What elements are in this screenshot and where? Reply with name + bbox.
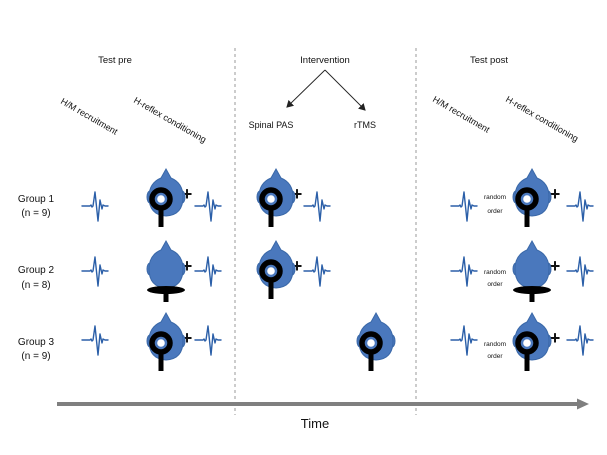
group-3-name: Group 3 (18, 337, 55, 348)
head-icon-g2-pre (146, 239, 186, 302)
method-label-h-reflex-conditioning-pre: H-reflex conditioning (132, 95, 208, 145)
tms-coil-icon (359, 331, 383, 371)
svg-text:order: order (487, 281, 503, 288)
intervention-label-rtms: rTMS (354, 120, 376, 130)
time-axis-label: Time (301, 416, 329, 431)
method-label-hm-recruitment-post: H/M recruitment (431, 94, 492, 135)
plus-sign-g1-post: + (550, 184, 561, 204)
head-icon (514, 239, 550, 289)
plus-sign-g1-intervention: + (292, 184, 303, 204)
phase-title-test-pre: Test pre (98, 55, 132, 66)
intervention-branch-arrows (286, 69, 366, 111)
group-1-size: (n = 9) (21, 208, 50, 219)
emg-waveform-icon-g1-intervention (303, 191, 331, 222)
head-icon-g1-post (512, 167, 552, 227)
emg-waveform-icon-g3-pre-hm (81, 325, 109, 356)
tms-coil-icon (259, 187, 283, 227)
svg-text:order: order (487, 208, 503, 215)
head-icon-g1-intervention (256, 167, 296, 227)
plus-sign-g3-pre: + (182, 328, 193, 348)
phase-title-test-post: Test post (470, 55, 508, 66)
tms-coil-icon (149, 331, 173, 371)
emg-waveform-icon-g1-post-h (566, 191, 594, 222)
emg-waveform-icon-g2-post-hm (450, 256, 478, 287)
tms-coil-icon (259, 259, 283, 299)
emg-waveform-icon-g2-pre-h (194, 256, 222, 287)
plus-sign-g2-pre: + (182, 256, 193, 276)
plus-sign-g3-post: + (550, 328, 561, 348)
plus-sign-g1-pre: + (182, 184, 193, 204)
random-order-label-group-1: random order (484, 194, 506, 215)
emg-waveform-icon-g2-post-h (566, 256, 594, 287)
random-order-label-group-3: random order (484, 341, 506, 360)
emg-waveform-icon-g1-post-hm (450, 191, 478, 222)
tms-coil-icon (515, 331, 539, 371)
phase-title-intervention: Intervention (300, 55, 350, 66)
head-icon-g3-pre (146, 311, 186, 371)
group-3-size: (n = 9) (21, 351, 50, 362)
random-order-label-group-2: random order (484, 269, 506, 288)
head-icon-g3-intervention (356, 311, 396, 371)
svg-text:random: random (484, 269, 506, 276)
emg-waveform-icon-g2-pre-hm (81, 256, 109, 287)
emg-waveform-icon-g3-post-hm (450, 325, 478, 356)
head-icon-g2-post (512, 239, 552, 302)
intervention-label-spinal-pas: Spinal PAS (249, 120, 294, 130)
plus-sign-g2-intervention: + (292, 256, 303, 276)
group-1-name: Group 1 (18, 194, 55, 205)
sham-coil-icon (147, 286, 185, 302)
head-icons (146, 167, 552, 371)
head-icon-g3-post (512, 311, 552, 371)
group-2-size: (n = 8) (21, 280, 50, 291)
tms-coil-icon (515, 187, 539, 227)
group-2-name: Group 2 (18, 265, 55, 276)
sham-coil-icon (513, 286, 551, 302)
emg-waveform-icons (81, 191, 594, 356)
svg-text:random: random (484, 194, 506, 201)
method-label-h-reflex-conditioning-post: H-reflex conditioning (504, 94, 580, 144)
time-axis-arrowhead (577, 398, 589, 410)
emg-waveform-icon-g1-pre-h (194, 191, 222, 222)
emg-waveform-icon-g1-pre-hm (81, 191, 109, 222)
svg-text:random: random (484, 341, 506, 348)
emg-waveform-icon-g2-intervention (303, 256, 331, 287)
svg-text:order: order (487, 353, 503, 360)
method-label-hm-recruitment-pre: H/M recruitment (59, 96, 120, 137)
plus-sign-g2-post: + (550, 256, 561, 276)
head-icon-g2-intervention (256, 239, 296, 299)
emg-waveform-icon-g3-pre-h (194, 325, 222, 356)
head-icon-g1-pre (146, 167, 186, 227)
head-icon (148, 239, 184, 289)
tms-coil-icon (149, 187, 173, 227)
emg-waveform-icon-g3-post-h (566, 325, 594, 356)
